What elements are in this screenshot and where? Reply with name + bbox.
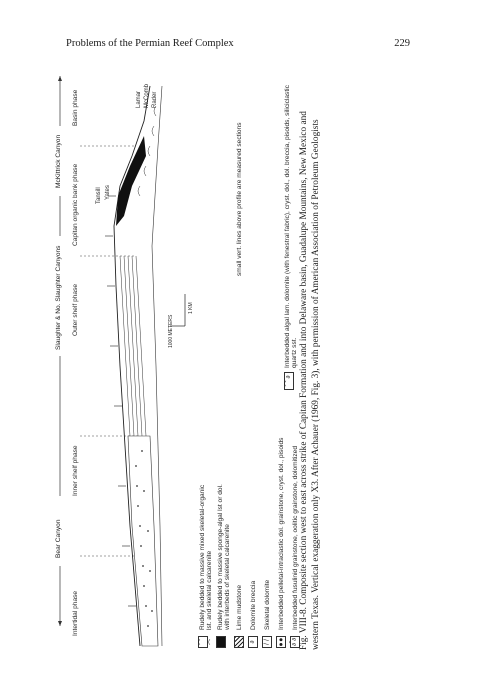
legend-text: Interbedded algal lam. dolomite (with fe… bbox=[284, 85, 298, 368]
legend-text: Lime mudstone bbox=[236, 584, 243, 630]
legend-text: Interbedded pelletal-intraclastic dol. g… bbox=[278, 437, 285, 630]
formation-rader: Rader bbox=[152, 91, 158, 108]
phase-capitan: Capitan organic bank phase bbox=[72, 163, 79, 246]
basin-slope-marks bbox=[137, 105, 157, 197]
phase-outer-shelf: Outer shelf phase bbox=[72, 283, 79, 336]
scale-meters-label: 1000 METERS bbox=[168, 314, 174, 348]
formation-yates: Yates bbox=[105, 185, 111, 200]
legend-text: Dolomite breccia bbox=[250, 580, 257, 630]
outer-shelf-strata bbox=[119, 255, 147, 437]
formation-lamar: Lamar bbox=[136, 90, 142, 108]
running-title: Problems of the Permian Reef Complex bbox=[66, 38, 234, 49]
legend-text: Rudely bedded to massive sponge-algal ls… bbox=[217, 484, 231, 630]
phase-intertidal: Intertidal phase bbox=[72, 590, 79, 636]
legend-text: Skeletal dolomite bbox=[264, 579, 271, 630]
phase-inner-shelf: Inner shelf phase bbox=[72, 445, 79, 496]
figure-caption: Fig. VIII-8. Composite section west to e… bbox=[298, 80, 322, 650]
inner-shelf-fill bbox=[127, 435, 159, 647]
formation-tansill: Tansill bbox=[96, 187, 102, 204]
legend-symbol: ∂ bbox=[249, 640, 256, 644]
measured-section-ticks bbox=[105, 195, 136, 607]
legend-symbol: ⌒ ∂ bbox=[285, 375, 292, 387]
shelf-top-line bbox=[113, 85, 151, 647]
running-header: Problems of the Permian Reef Complex 229 bbox=[66, 38, 410, 54]
scale-bars bbox=[170, 294, 186, 327]
measured-sections-note: small vert. lines above profile are meas… bbox=[236, 122, 243, 276]
legend-symbol: ⌒ ⌒ bbox=[199, 639, 216, 646]
canyon-arrows bbox=[58, 76, 62, 626]
scale-km-label: 1 KM bbox=[188, 302, 194, 314]
rotated-figure-region: Bear Canyon Slaughter & No. Slaughter Ca… bbox=[50, 66, 420, 666]
phase-basin: Basin phase bbox=[72, 89, 79, 126]
legend: ⌒ ⌒ Rudely bedded to massive mixed skele… bbox=[198, 85, 300, 648]
caption-line-1: Fig. VIII-8. Composite section west to e… bbox=[299, 111, 309, 650]
bear-canyon-label: Bear Canyon bbox=[55, 519, 62, 559]
legend-symbol: / / bbox=[263, 639, 270, 645]
cross-section-diagram bbox=[80, 85, 186, 647]
formation-mccomb: McComb bbox=[144, 83, 150, 108]
legend-text: Rudely bedded to massive mixed skeletal-… bbox=[199, 484, 213, 630]
slaughter-canyon-label: Slaughter & No. Slaughter Canyons bbox=[55, 245, 62, 350]
page-number: 229 bbox=[394, 38, 410, 49]
mckittrick-canyon-label: McKittrick Canyon bbox=[55, 134, 62, 188]
capitan-reef-mass bbox=[116, 136, 146, 226]
caption-line-2: western Texas. Vertical exaggeration onl… bbox=[311, 119, 321, 650]
inner-shelf-dots bbox=[135, 450, 153, 627]
